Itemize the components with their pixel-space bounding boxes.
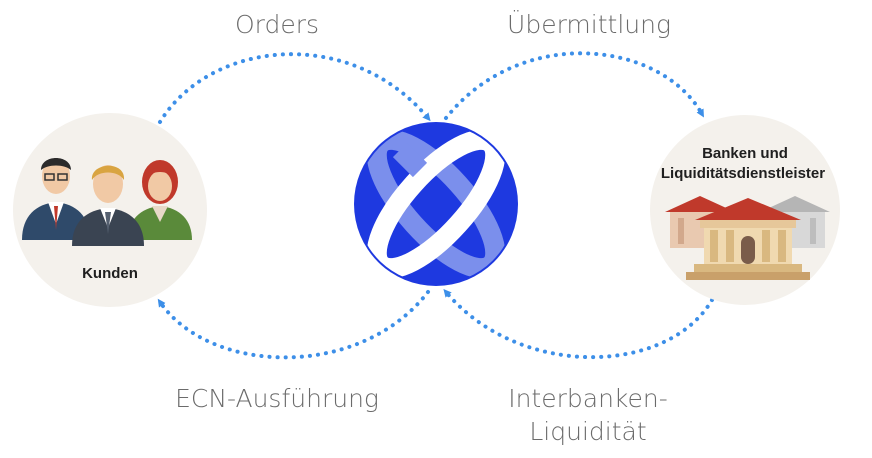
person-man-blond bbox=[72, 165, 144, 246]
arrow-transmission bbox=[444, 51, 704, 120]
node-customers: Kunden bbox=[13, 113, 207, 307]
person-man-glasses bbox=[22, 158, 90, 240]
banks-label-line1: Banken und bbox=[702, 145, 788, 162]
hub-circle bbox=[354, 122, 518, 286]
arrow-ecn bbox=[157, 290, 430, 360]
node-hub bbox=[354, 122, 518, 286]
label-interbank-line2: Liquidität bbox=[529, 417, 646, 446]
arrow-orders bbox=[158, 52, 431, 124]
label-ecn-execution: ECN-Ausführung bbox=[175, 384, 379, 413]
label-transmission: Übermittlung bbox=[507, 9, 671, 39]
banks-label-line2: Liquiditätsdienstleister bbox=[661, 165, 825, 182]
person-woman bbox=[128, 160, 192, 240]
people-group-icon bbox=[22, 158, 192, 246]
node-banks: Banken und Liquiditätsdienstleister bbox=[650, 115, 840, 305]
flow-arrows bbox=[157, 51, 714, 360]
bank-buildings-icon bbox=[665, 196, 830, 280]
label-interbank-line1: Interbanken- bbox=[508, 384, 668, 413]
customers-label: Kunden bbox=[82, 265, 138, 282]
arrow-interbank bbox=[443, 288, 714, 360]
label-orders: Orders bbox=[235, 10, 319, 39]
